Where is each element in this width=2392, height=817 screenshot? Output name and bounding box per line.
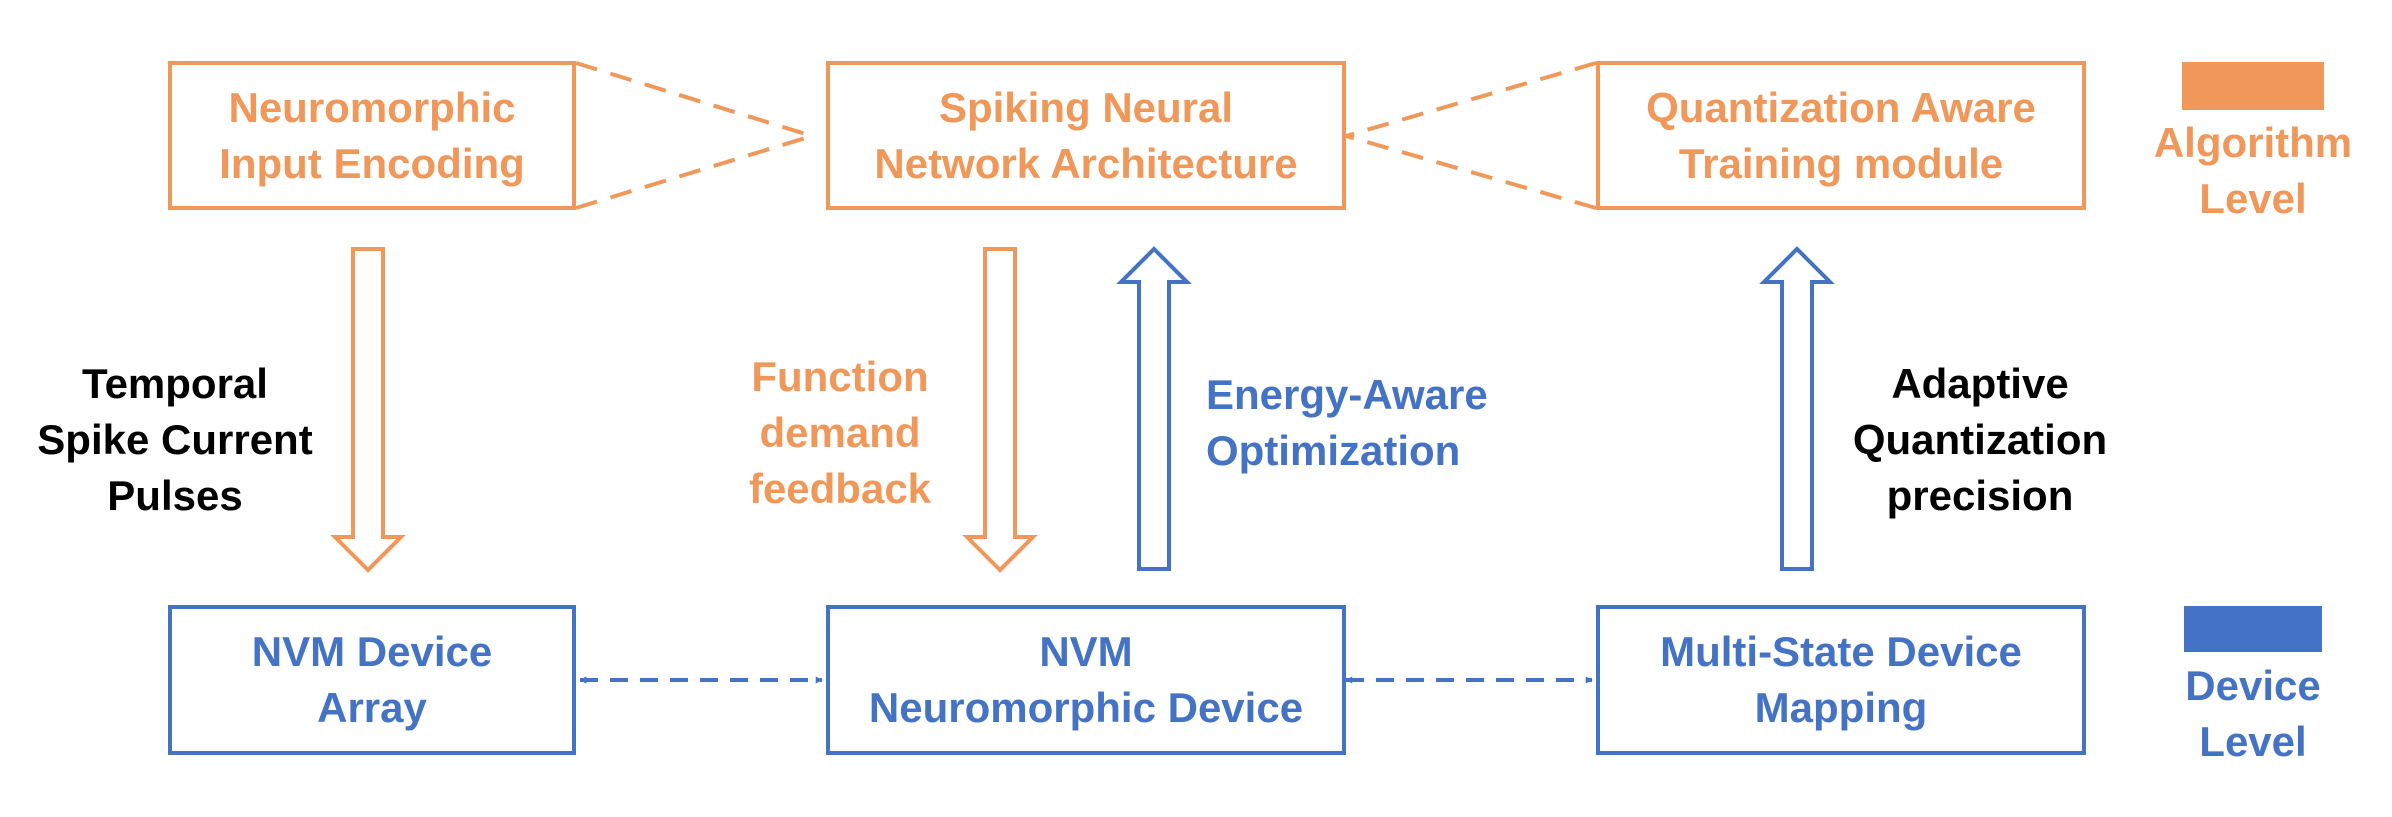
box-line: Network Architecture (874, 139, 1298, 187)
label-function-demand-feedback: Function demand feedback (700, 348, 980, 518)
up-arrow-adaptive-quant (1759, 246, 1835, 571)
down-arrow-function-demand (962, 247, 1038, 573)
label-line: Adaptive (1891, 360, 2069, 407)
legend-line: Level (2199, 718, 2307, 765)
box-line: Multi-State Device (1660, 628, 2022, 675)
box-spiking-neural-network: Spiking Neural Network Architecture (826, 61, 1346, 210)
box-multi-state-device-mapping: Multi-State Device Mapping (1596, 605, 2086, 755)
label-line: Quantization (1852, 416, 2108, 463)
box-line: NVM (1039, 628, 1133, 675)
dashed-link-qat-top (1345, 61, 1597, 138)
legend-line: Device (2185, 662, 2321, 709)
label-adaptive-quantization-precision: Adaptive Quantization precision (1830, 355, 2130, 525)
label-line: Pulses (107, 472, 243, 519)
box-line: Neuromorphic (228, 83, 516, 131)
box-nvm-device-array: NVM Device Array (168, 605, 576, 755)
label-line: feedback (748, 465, 932, 512)
label-line: Energy-Aware (1206, 371, 1488, 418)
box-line: Mapping (1754, 684, 1928, 731)
box-line: Neuromorphic Device (868, 684, 1304, 731)
box-line: Array (317, 684, 427, 731)
box-quantization-aware-training: Quantization Aware Training module (1596, 61, 2086, 210)
legend-label-device-level: Device Level (2130, 657, 2376, 771)
box-line: NVM Device (251, 628, 493, 675)
dashed-link-qat-bottom (1345, 134, 1597, 210)
label-line: Spike Current (37, 416, 313, 463)
label-temporal-spike-current-pulses: Temporal Spike Current Pulses (0, 355, 350, 525)
label-line: demand (759, 409, 921, 456)
block-arrows (330, 246, 1835, 573)
down-arrow-encoding-to-array (330, 247, 406, 573)
legend-swatch-algorithm (2182, 62, 2324, 110)
legend-swatch-device (2184, 606, 2322, 652)
dashed-links-algorithm (575, 61, 1597, 210)
dashed-link-encoding-top (575, 61, 813, 138)
box-neuromorphic-input-encoding: Neuromorphic Input Encoding (168, 61, 576, 210)
dashed-link-encoding-bottom (575, 134, 813, 210)
box-line: Training module (1678, 139, 2004, 187)
up-arrow-energy-aware (1116, 246, 1192, 571)
box-line: Quantization Aware (1646, 83, 2036, 131)
legend-label-algorithm-level: Algorithm Level (2130, 114, 2376, 228)
label-energy-aware-optimization: Energy-Aware Optimization (1206, 366, 1566, 480)
label-line: precision (1886, 472, 2074, 519)
box-line: Input Encoding (219, 139, 525, 187)
legend-line: Algorithm (2153, 119, 2353, 166)
label-line: Optimization (1206, 427, 1461, 474)
box-nvm-neuromorphic-device: NVM Neuromorphic Device (826, 605, 1346, 755)
label-line: Function (751, 353, 929, 400)
label-line: Temporal (82, 360, 268, 407)
box-line: Spiking Neural (938, 83, 1234, 131)
legend-line: Level (2199, 175, 2307, 222)
